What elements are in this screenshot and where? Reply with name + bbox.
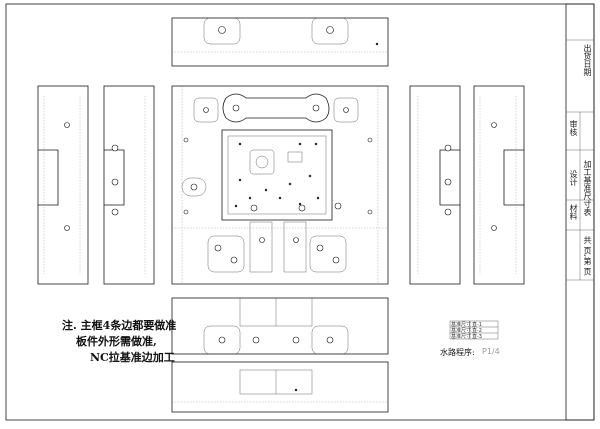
note-line-3: NC拉基准边加工 (90, 351, 175, 364)
bottom-plate-a-view (171, 297, 389, 355)
bottom-plate-b-view (171, 361, 389, 413)
legend-row-2-value: 直-2 (472, 328, 482, 334)
right-outer-plate-view (473, 85, 525, 285)
note-line-2: 板件外形需做准, (76, 335, 157, 348)
legend-row-3-value: 直-3 (472, 334, 482, 340)
title-block-title-top: 出货日期 (583, 44, 592, 76)
title-block-pages: 共 页,第 页 (583, 236, 592, 276)
legend-table (449, 320, 499, 340)
left-inner-plate-view (103, 85, 155, 285)
title-block-material: 材料 (569, 204, 578, 220)
waterway-label: 水路程序: (440, 348, 475, 357)
right-inner-plate-view (409, 85, 461, 285)
legend-row-1-value: 直-1 (472, 322, 482, 328)
note-line-1: 注. 主框4条边都要做准 (62, 319, 177, 332)
legend-row-1-label: 基准尺寸 (451, 322, 472, 328)
title-block-approval: 审核 (569, 120, 578, 136)
top-plate-view (171, 17, 389, 67)
legend-row-2-label: 基准尺寸 (451, 328, 472, 334)
main-plate-view (171, 85, 389, 285)
title-block-drawing-name: 加工基准尺寸表 (583, 160, 592, 216)
title-block (565, 3, 595, 421)
left-outer-plate-view (37, 85, 89, 285)
waterway-value: P1/4 (482, 347, 500, 356)
title-block-design: 设计 (569, 170, 578, 186)
legend-row-3-label: 基准尺寸 (451, 334, 472, 340)
cavity-hole-pattern (234, 142, 320, 208)
